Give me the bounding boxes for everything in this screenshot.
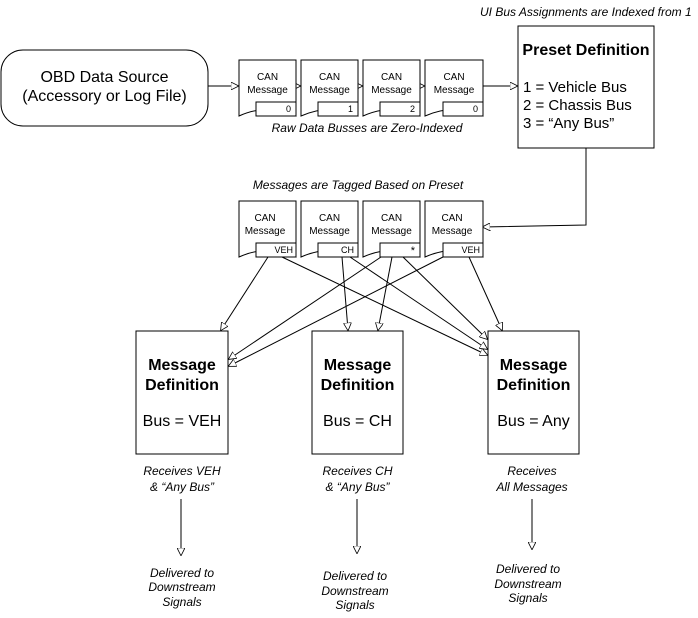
arrow-veh2-to-any-def	[468, 256, 502, 330]
delivered-note: Downstream	[321, 584, 388, 598]
svg-text:CAN: CAN	[257, 72, 278, 83]
svg-text:Message: Message	[309, 226, 350, 237]
arrow-star-to-ch-def	[378, 256, 393, 330]
delivered-note: Signals	[335, 598, 374, 612]
preset-item: 1 = Vehicle Bus	[523, 79, 627, 96]
raw-message: CAN Message 1	[300, 59, 359, 117]
obd-data-source	[0, 49, 209, 127]
raw-message: CAN Message 2	[362, 59, 421, 117]
preset-title: Preset Definition	[522, 42, 649, 59]
message-definition-any: Message Definition Bus = Any	[487, 330, 580, 455]
svg-text:Message: Message	[148, 357, 216, 374]
receives-note: Receives CH	[322, 464, 392, 478]
receives-note: Receives	[507, 464, 556, 478]
tagged-message: CAN Message VEH	[238, 200, 297, 258]
delivered-note: Downstream	[148, 580, 215, 594]
svg-text:Message: Message	[500, 357, 568, 374]
svg-text:CAN: CAN	[319, 72, 340, 83]
message-definition-ch: Message Definition Bus = CH	[311, 330, 404, 455]
svg-text:CAN: CAN	[254, 213, 275, 224]
tagged-message: CAN Message VEH	[424, 200, 484, 258]
raw-message: CAN Message 0	[424, 59, 484, 117]
svg-text:CAN: CAN	[381, 213, 402, 224]
raw-message-tag: 0	[473, 104, 478, 114]
obd-source-line2: (Accessory or Log File)	[22, 88, 187, 105]
svg-text:CAN: CAN	[319, 213, 340, 224]
tagged-message-tag: CH	[341, 245, 354, 255]
delivered-note: Signals	[162, 595, 201, 609]
arrow-veh2-to-veh-def	[229, 256, 444, 366]
svg-text:Message: Message	[247, 85, 288, 96]
delivered-note: Delivered to	[323, 569, 387, 583]
tagged-message-tag: VEH	[274, 245, 293, 255]
ui-index-note: UI Bus Assignments are Indexed from 1	[480, 5, 692, 19]
tagged-note: Messages are Tagged Based on Preset	[253, 178, 464, 192]
message-definition-veh: Message Definition Bus = VEH	[135, 330, 229, 455]
raw-index-note: Raw Data Busses are Zero-Indexed	[272, 121, 463, 135]
svg-text:CAN: CAN	[443, 72, 464, 83]
arrow-preset-to-tagged	[483, 148, 587, 227]
svg-text:Message: Message	[371, 85, 412, 96]
preset-item: 2 = Chassis Bus	[523, 97, 632, 114]
tagged-message-tag: VEH	[461, 245, 480, 255]
obd-source-line1: OBD Data Source	[40, 69, 168, 86]
raw-message: CAN Message 0	[238, 59, 297, 117]
tagged-message: CAN Message *	[362, 200, 421, 258]
receives-note: All Messages	[495, 480, 567, 494]
raw-message-tag: 0	[286, 104, 291, 114]
raw-message-tag: 1	[348, 104, 353, 114]
svg-text:Message: Message	[245, 226, 286, 237]
receives-note: Receives VEH	[143, 464, 221, 478]
svg-text:Definition: Definition	[497, 377, 571, 394]
svg-text:Definition: Definition	[145, 377, 219, 394]
svg-text:Definition: Definition	[321, 377, 395, 394]
svg-text:CAN: CAN	[381, 72, 402, 83]
svg-text:Message: Message	[324, 357, 392, 374]
svg-text:Message: Message	[371, 226, 412, 237]
raw-message-tag: 2	[410, 104, 415, 114]
arrow-ch-to-ch-def	[341, 256, 348, 330]
delivered-note: Signals	[508, 591, 547, 605]
preset-definition	[517, 25, 655, 149]
svg-text:Message: Message	[434, 85, 475, 96]
arrow-star-to-veh-def	[229, 256, 382, 359]
tagged-message-tag: *	[411, 245, 416, 257]
arrow-veh-to-any-def	[281, 256, 487, 355]
arrow-veh-to-veh-def	[221, 256, 269, 330]
bus-label: Bus = VEH	[143, 413, 222, 430]
receives-note: & “Any Bus”	[150, 480, 215, 494]
svg-text:CAN: CAN	[441, 213, 462, 224]
tagged-message: CAN Message CH	[300, 200, 359, 258]
svg-text:Message: Message	[309, 85, 350, 96]
preset-item: 3 = “Any Bus”	[523, 115, 614, 132]
arrow-ch-to-any-def	[349, 256, 487, 349]
receives-note: & “Any Bus”	[325, 480, 390, 494]
svg-text:Message: Message	[432, 226, 473, 237]
bus-label: Bus = Any	[497, 413, 570, 430]
bus-label: Bus = CH	[323, 413, 392, 430]
delivered-note: Delivered to	[496, 562, 560, 576]
delivered-note: Downstream	[494, 577, 561, 591]
delivered-note: Delivered to	[150, 566, 214, 580]
